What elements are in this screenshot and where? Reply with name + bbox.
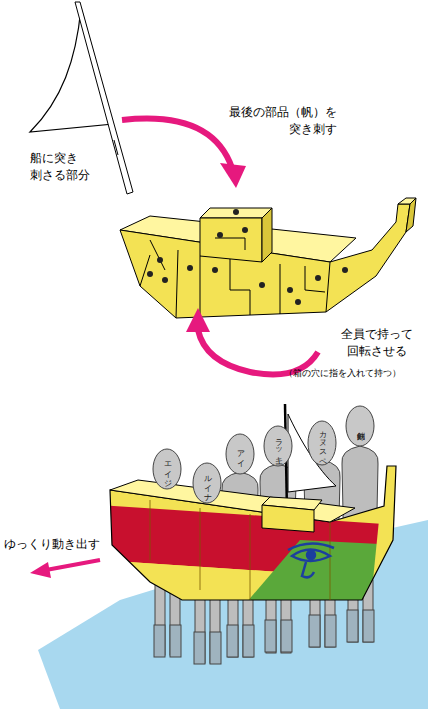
head-label-area: ルイナ bbox=[192, 462, 222, 504]
character-name: エイジ bbox=[163, 456, 172, 483]
head-label-area: エイジ bbox=[152, 448, 182, 490]
head-ellipse bbox=[193, 463, 221, 503]
character-name: アイ bbox=[236, 445, 245, 463]
annotation-text: 船に突き 刺さる部分 bbox=[30, 150, 92, 184]
head-ellipse bbox=[346, 406, 374, 446]
annotation-text: 最後の部品（帆）を 突き刺す bbox=[205, 104, 337, 138]
curved-arrow bbox=[186, 308, 318, 375]
figure-head: カヌスペ bbox=[307, 420, 337, 466]
head-shape bbox=[345, 405, 375, 447]
mounted-sail bbox=[285, 404, 336, 512]
head-label-area: 剣鉄郎 bbox=[345, 405, 375, 447]
figure-head: アイ bbox=[225, 433, 255, 475]
annotation-text: 全員で持って 回転させる bbox=[335, 326, 419, 360]
eye-symbol bbox=[288, 543, 334, 577]
head-label-area: アイ bbox=[225, 433, 255, 475]
character-name: ルイナ bbox=[203, 470, 212, 497]
curved-arrow bbox=[122, 119, 246, 188]
head-ellipse bbox=[264, 426, 292, 466]
head-label-area: ラッキー bbox=[263, 425, 293, 467]
figure-head: 剣鉄郎 bbox=[345, 405, 375, 447]
head-ellipse bbox=[226, 434, 254, 474]
painted-boat bbox=[100, 460, 410, 610]
character-name: ラッキー bbox=[274, 433, 283, 460]
head-ellipse bbox=[153, 449, 181, 489]
figure-head: エイジ bbox=[152, 448, 182, 490]
head-ellipse bbox=[308, 421, 336, 465]
ship-model bbox=[120, 198, 416, 318]
figure-head: ラッキー bbox=[263, 425, 293, 467]
head-label-area: カヌスペ bbox=[307, 420, 337, 466]
annotation-text: ゆっくり動き出す bbox=[4, 536, 114, 553]
motion-arrow bbox=[30, 560, 100, 578]
character-name: カヌスペ bbox=[318, 425, 327, 461]
figure-head: ルイナ bbox=[192, 462, 222, 504]
sail-part bbox=[30, 2, 133, 194]
annotation-text: （箱の穴に指を入れて持つ） bbox=[258, 366, 426, 380]
